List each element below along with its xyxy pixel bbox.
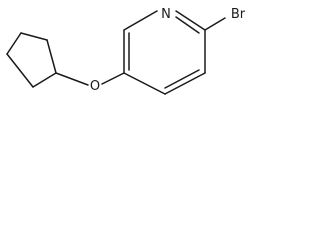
ether-linkage xyxy=(55,72,125,86)
bond-py-n-c2 xyxy=(175,10,206,31)
bond-cp-1 xyxy=(6,32,22,55)
chemical-structure-diagram: N Br O xyxy=(6,7,246,95)
bond-cp-2 xyxy=(20,32,48,41)
bond-py-c3-c4-inner xyxy=(164,69,200,89)
bond-py-n-c2-inner xyxy=(175,16,200,34)
cyclopentyl-ring xyxy=(6,32,57,88)
bond-cp-5 xyxy=(6,53,34,88)
bond-o-ring xyxy=(101,72,125,85)
bond-py-c4-c5 xyxy=(123,72,166,95)
bond-cp-o xyxy=(55,72,89,86)
pyridine-ring xyxy=(123,10,206,95)
bond-cp-4 xyxy=(32,72,57,88)
atom-label-nitrogen: N xyxy=(161,7,171,22)
bond-c2-br xyxy=(204,17,226,31)
bond-cp-3 xyxy=(46,39,57,74)
atom-label-oxygen: O xyxy=(90,79,100,94)
bond-py-c6-n xyxy=(123,10,158,31)
atom-label-bromine: Br xyxy=(231,7,246,22)
bond-py-c3-c4 xyxy=(164,72,206,95)
